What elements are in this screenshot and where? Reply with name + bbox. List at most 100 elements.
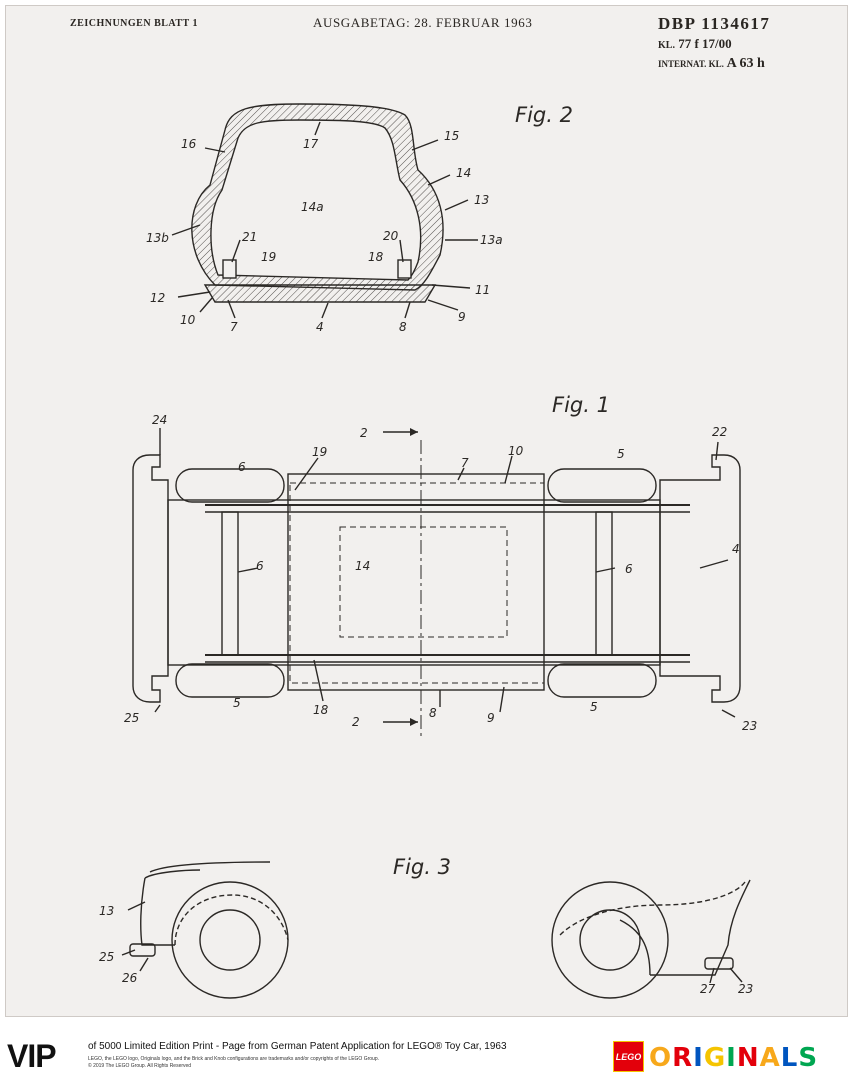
originals-letter: I: [693, 1043, 703, 1073]
fig3-front-wheel: [171, 881, 289, 999]
fig1-label-5-bl: 5: [233, 696, 241, 710]
fig2-label-8: 8: [399, 320, 407, 334]
class-value: 77 f 17/00: [678, 36, 732, 51]
fig3-front-fender: [149, 861, 271, 873]
fig2-label-13b: 13b: [146, 231, 169, 245]
fig1-label-25: 25: [124, 711, 139, 725]
fig2-stud-left: [222, 259, 237, 279]
fig1-rear-plate: [659, 454, 741, 703]
fig1-label-8: 8: [429, 706, 437, 720]
fig1-label-23: 23: [742, 719, 757, 733]
fig1-wheel-front-bottom: [175, 663, 285, 698]
fig1-hidden-cavity: [339, 526, 508, 638]
legal-line-1: LEGO, the LEGO logo, Originals logo, and…: [88, 1056, 379, 1062]
intl-class-line: INTERNAT. KL. A 63 h: [658, 56, 770, 72]
class-prefix: KL.: [658, 40, 675, 51]
fig2-label-13: 13: [474, 193, 489, 207]
patent-classification: DBP 1134617 KL. 77 f 17/00 INTERNAT. KL.…: [658, 14, 770, 72]
fig1-label-10: 10: [508, 444, 524, 458]
originals-letter: S: [798, 1043, 818, 1073]
fig1-label-2-top: 2: [360, 426, 368, 440]
fig1-floor: [287, 473, 545, 691]
fig2-label-19: 19: [261, 250, 276, 264]
vip-mark: VIP: [7, 1038, 57, 1074]
fig3-label-27: 27: [700, 982, 716, 996]
lego-logo-word: LEGO: [615, 1051, 642, 1062]
fig1-label-9: 9: [487, 711, 495, 725]
sheet-label: ZEICHNUNGEN BLATT 1: [70, 18, 199, 29]
originals-letter: O: [649, 1043, 672, 1073]
class-line: KL. 77 f 17/00: [658, 36, 770, 52]
fig1-body: [167, 499, 661, 666]
fig2-drawing: Fig. 2 17 16 15 14 14a 13 13a 13b: [146, 103, 573, 334]
print-footer: VIP of 5000 Limited Edition Print - Page…: [0, 1020, 853, 1080]
fig3-label-25: 25: [99, 950, 114, 964]
fig1-label-6-left: 6: [256, 559, 264, 573]
fig1-crossmember-rear: [595, 511, 613, 656]
fig3-front-hub: [199, 909, 261, 971]
fig1-front-plate: [132, 454, 169, 703]
fig1-label-18: 18: [313, 703, 329, 717]
fig3-drawing: Fig. 3 13 25 26 27 23: [99, 855, 753, 999]
fig2-label-15: 15: [444, 129, 459, 143]
fig2-label-14a: 14a: [301, 200, 324, 214]
fig2-stud-right: [397, 259, 412, 279]
fig1-label-22: 22: [712, 425, 727, 439]
fig2-inner-cavity: [210, 119, 422, 281]
fig1-label-4: 4: [732, 542, 740, 556]
fig2-label-17: 17: [303, 137, 319, 151]
legal-line-2: © 2019 The LEGO Group. All Rights Reserv…: [88, 1063, 192, 1069]
fig1-label-5-tr: 5: [617, 447, 625, 461]
fig2-label-21: 21: [242, 230, 257, 244]
fig2-label-4: 4: [316, 320, 324, 334]
issue-date: AUSGABETAG: 28. FEBRUAR 1963: [313, 15, 533, 30]
fig2-label-9: 9: [458, 310, 466, 324]
originals-letter: R: [672, 1043, 693, 1073]
fig3-rear-hub: [579, 909, 641, 971]
fig2-label-7: 7: [230, 320, 238, 334]
fig2-label-14: 14: [456, 166, 471, 180]
fig3-rear-wheel: [551, 881, 669, 999]
fig2-label-10: 10: [180, 313, 196, 327]
fig1-drawing: Fig. 1: [124, 393, 757, 740]
patent-number: DBP 1134617: [658, 14, 771, 33]
originals-letter: L: [780, 1043, 798, 1073]
fig2-title: Fig. 2: [515, 103, 573, 127]
fig1-wheel-front-top: [175, 468, 285, 503]
fig1-label-14: 14: [355, 559, 370, 573]
fig1-wheel-rear-top: [547, 468, 657, 503]
fig2-label-11: 11: [475, 283, 490, 297]
fig3-rear-fender: [650, 879, 751, 976]
fig3-rear-stud: [704, 957, 734, 970]
intl-class-prefix: INTERNAT. KL.: [658, 59, 724, 69]
originals-letter: N: [736, 1043, 759, 1073]
fig2-label-12: 12: [150, 291, 165, 305]
fig2-label-13a: 13a: [480, 233, 503, 247]
fig1-label-6-right: 6: [625, 562, 633, 576]
fig3-title: Fig. 3: [393, 855, 451, 879]
originals-letter: I: [726, 1043, 736, 1073]
fig1-label-5-br: 5: [590, 700, 598, 714]
fig1-hidden-frame: [289, 482, 545, 684]
fig2-label-20: 20: [383, 229, 399, 243]
fig3-label-23: 23: [738, 982, 753, 996]
intl-class-value: A 63 h: [726, 56, 765, 71]
fig1-label-7: 7: [461, 456, 469, 470]
fig2-floor-plate: [203, 284, 437, 303]
fig1-crossmember-front: [221, 511, 239, 656]
originals-letter: G: [703, 1043, 726, 1073]
fig1-label-5-tl: 6: [238, 460, 246, 474]
lego-logo: LEGO: [613, 1041, 644, 1072]
fig2-label-18: 18: [368, 250, 384, 264]
edition-caption: of 5000 Limited Edition Print - Page fro…: [88, 1041, 507, 1052]
patent-sheet: ZEICHNUNGEN BLATT 1 AUSGABETAG: 28. FEBR…: [5, 5, 848, 1017]
fig1-label-2-bottom: 2: [352, 715, 360, 729]
fig2-label-16: 16: [181, 137, 197, 151]
fig1-title: Fig. 1: [552, 393, 610, 417]
fig3-label-26: 26: [122, 971, 138, 985]
fig1-wheel-rear-bottom: [547, 663, 657, 698]
fig3-front-stud: [129, 943, 156, 957]
fig1-label-19: 19: [312, 445, 327, 459]
